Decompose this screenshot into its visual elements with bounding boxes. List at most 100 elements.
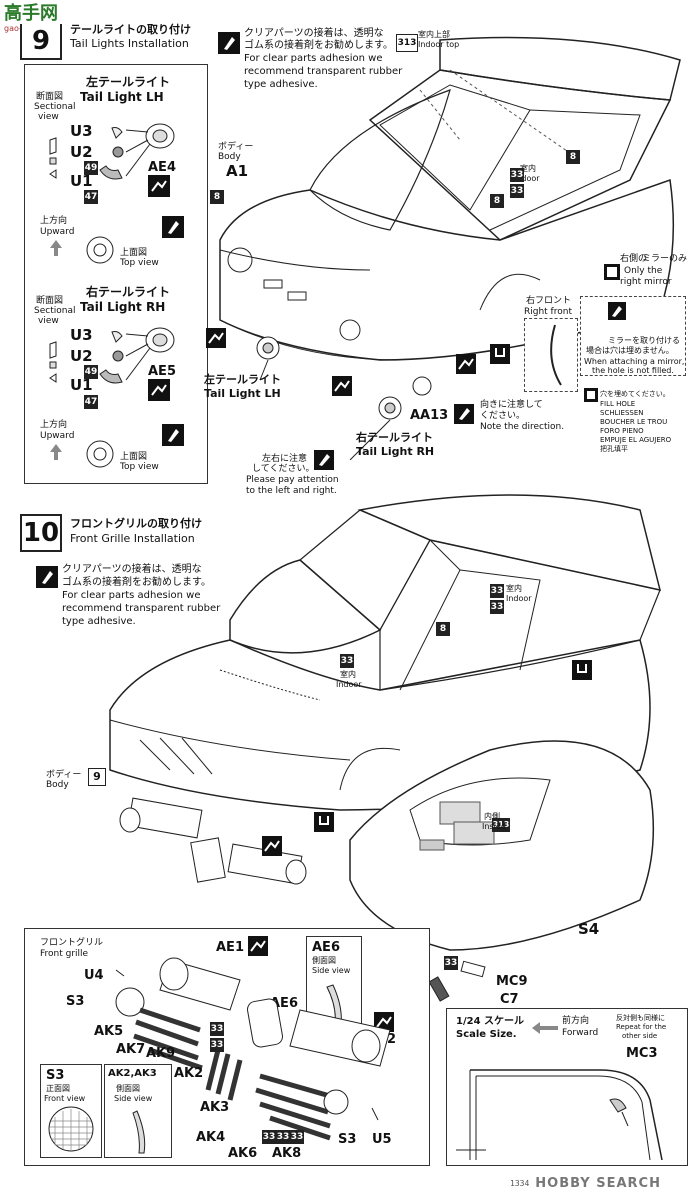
- lr-en1: Please pay attention: [246, 475, 339, 485]
- s10-color-313: 313: [492, 818, 510, 832]
- rh-upward-en: Upward: [40, 431, 75, 441]
- gp-color-33-a: 33: [210, 1022, 224, 1036]
- gp-ak8: AK8: [272, 1146, 302, 1161]
- gp-s3b: S3: [338, 1132, 357, 1147]
- rh-tail-light-drawing: [49, 327, 175, 384]
- lr-jp1: 左右に注意: [262, 454, 308, 464]
- color-33-a: 33: [510, 168, 524, 182]
- note-en-1: For clear parts adhesion we: [244, 53, 383, 64]
- cement-icon: [262, 836, 282, 856]
- s10-color-33-c: 33: [340, 654, 354, 668]
- tail-rh-en: Tail Light RH: [356, 445, 435, 458]
- fill-hole-it: FORO PIENO: [600, 427, 644, 435]
- forward-arrow-icon: [530, 1020, 560, 1039]
- indoor-top-en: Indoor top: [418, 40, 460, 49]
- footer-code: 1334: [510, 1179, 530, 1188]
- lh-color-49: 49: [84, 161, 98, 175]
- gp-ae6-label: AE6: [312, 940, 340, 955]
- cement-icon: [374, 1012, 394, 1032]
- color-8-mid: 8: [490, 194, 504, 208]
- fill-hole-icon: [490, 344, 510, 364]
- rh-topview-jp: 上面図: [120, 452, 148, 462]
- rh-u3: U3: [70, 326, 93, 344]
- mirror-en1: Only the: [624, 266, 663, 276]
- cement-icon: [148, 379, 170, 401]
- gp-ae6-side-en: Side view: [312, 966, 351, 975]
- part-mc9: MC9: [496, 974, 528, 989]
- cement-icon: [248, 936, 268, 956]
- hole-note-en1: When attaching a mirror,: [584, 357, 685, 366]
- s10-indoor-jp: 室内: [506, 584, 522, 593]
- gp-ak3: AK3: [200, 1100, 230, 1115]
- lh-ae4: AE4: [148, 160, 176, 175]
- s10-note-jp-1: クリアパーツの接着は、透明な: [62, 564, 202, 575]
- lh-title-en: Tail Light LH: [80, 90, 164, 104]
- rh-u1: U1: [70, 376, 93, 394]
- lh-upward-jp: 上方向: [40, 216, 68, 226]
- inside-en: Inside: [482, 822, 506, 831]
- scale-jp: 1/24 スケール: [456, 1016, 525, 1027]
- gp-s3-front-label: S3: [46, 1068, 65, 1083]
- gp-ak23-side-jp: 側面図: [116, 1084, 140, 1093]
- note-jp-1: クリアパーツの接着は、透明な: [244, 28, 384, 39]
- tail-lh-jp: 左テールライト: [204, 373, 281, 386]
- inside-jp: 内側: [484, 812, 500, 821]
- mirror-en2: right mirror: [620, 277, 672, 287]
- scale-en: Scale Size.: [456, 1029, 517, 1040]
- hole-note-en2: the hole is not filled.: [592, 366, 674, 375]
- gp-ak7: AK7: [116, 1042, 146, 1057]
- gp-s3-front-jp: 正面図: [46, 1084, 70, 1093]
- step-9-title-en: Tail Lights Installation: [70, 37, 189, 50]
- s10-color-33-a: 33: [490, 584, 504, 598]
- indoor-top-jp: 室内上部: [418, 30, 450, 39]
- s10-indoor-en2: Indoor: [336, 680, 362, 689]
- body-part-a1: A1: [226, 162, 249, 180]
- s10-color-8: 8: [436, 622, 450, 636]
- s10-body-step: 9: [88, 768, 106, 786]
- body-jp: ボディー: [218, 142, 254, 152]
- lh-u2: U2: [70, 143, 93, 161]
- mirror-jp: 右側の: [620, 254, 648, 264]
- step-10-car-front-drawing: [109, 494, 662, 811]
- direction-jp1: 向きに注意して: [480, 400, 543, 410]
- forward-en: Forward: [562, 1028, 599, 1038]
- fill-hole-en: FILL HOLE: [600, 400, 636, 408]
- s10-body-en: Body: [46, 780, 69, 790]
- gp-ak23-side-en: Side view: [114, 1094, 153, 1103]
- note-en-2: recommend transparent rubber: [244, 66, 403, 77]
- fill-hole-icon: [572, 660, 592, 680]
- glue-icon: [162, 216, 184, 238]
- note-jp-2: ゴム系の接着剤をお勧めします。: [244, 40, 393, 51]
- s4-roof-part-drawing: [349, 740, 655, 951]
- glue-icon: [162, 424, 184, 446]
- step-9-car-rear-drawing: [219, 36, 681, 361]
- color-8-left: 8: [210, 190, 224, 204]
- mirror-jp2: ミラーのみ: [642, 254, 688, 264]
- repeat-en2: other side: [622, 1032, 658, 1040]
- rh-topview-en: Top view: [120, 462, 159, 472]
- rh-upward-jp: 上方向: [40, 420, 68, 430]
- grille-title-en: Front grille: [40, 949, 89, 959]
- right-front-jp: 右フロント: [526, 296, 572, 306]
- rh-color-47: 47: [84, 395, 98, 409]
- lh-topview-en: Top view: [120, 258, 159, 268]
- step-10-title-jp: フロントグリルの取り付け: [70, 517, 202, 530]
- scale-mirror-drawing: [456, 1069, 663, 1160]
- glue-icon: [314, 450, 334, 470]
- rh-section-en1: Sectional: [34, 306, 76, 316]
- s3-front-view-panel: [40, 1064, 102, 1158]
- gp-ae6-side-jp: 側面図: [312, 956, 336, 965]
- repeat-en1: Repeat for the: [616, 1023, 667, 1031]
- gp-color-33-b: 33: [210, 1038, 224, 1052]
- indoor-en: Indoor: [514, 174, 540, 183]
- lh-section-en1: Sectional: [34, 102, 76, 112]
- glue-icon: [608, 302, 626, 320]
- glue-icon: [36, 566, 58, 588]
- fill-hole-de: SCHLIESSEN: [600, 409, 644, 417]
- gp-ae1: AE1: [216, 940, 244, 955]
- lr-jp2: してください。: [252, 464, 315, 474]
- step-9-number: 9: [20, 24, 62, 60]
- gp-s3-front-en: Front view: [44, 1094, 86, 1103]
- note-en-3: type adhesive.: [244, 79, 318, 90]
- gp-color-33-c: 33: [262, 1130, 276, 1144]
